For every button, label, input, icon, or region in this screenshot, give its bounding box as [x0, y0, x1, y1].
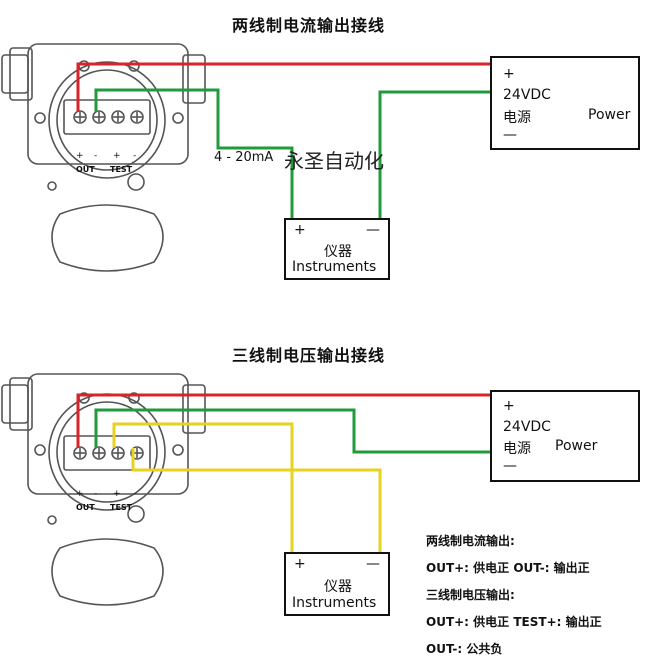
note-line: OUT-: 公共负 — [426, 642, 503, 656]
instrument-minus: — — [366, 222, 380, 238]
power-name: 电源 — [503, 110, 531, 126]
terminal-out-label: OUT — [76, 165, 95, 174]
instrument-label: Instruments — [292, 595, 377, 611]
terminal-minus-2: - — [133, 151, 136, 161]
terminal-plus-2: + — [113, 151, 121, 161]
instrument-plus: + — [294, 556, 306, 572]
instrument-name: 仪器 — [324, 579, 352, 595]
terminal-out-label: OUT — [76, 503, 95, 512]
terminal-plus-2: + — [113, 489, 121, 499]
diagram1-title: 两线制电流输出接线 — [232, 16, 386, 35]
note-line: OUT+: 供电正 TEST+: 输出正 — [426, 615, 602, 629]
note-line: 两线制电流输出: — [426, 534, 515, 548]
diagram2-title: 三线制电压输出接线 — [232, 346, 386, 365]
yellow-wire-2a — [112, 422, 294, 553]
power-voltage: 24VDC — [503, 419, 551, 435]
instrument-plus: + — [294, 222, 306, 238]
power-voltage: 24VDC — [503, 87, 551, 103]
note-line: 三线制电压输出: — [426, 588, 515, 602]
transmitter-1 — [1, 43, 206, 272]
instrument-minus: — — [366, 556, 380, 572]
terminal-plus-1: + — [76, 489, 84, 499]
transmitter-2 — [1, 373, 206, 606]
power-minus: — — [503, 127, 517, 143]
power-box-2 — [490, 390, 640, 482]
terminal-minus-1: - — [94, 489, 97, 499]
power-minus: — — [503, 458, 517, 474]
watermark-text: 永圣自动化 — [284, 149, 384, 173]
power-label: Power — [588, 107, 631, 123]
wiring-notes: 两线制电流输出: OUT+: 供电正 OUT-: 输出正 三线制电压输出: OU… — [426, 528, 646, 663]
instrument-label: Instruments — [292, 259, 377, 275]
terminal-plus-1: + — [76, 151, 84, 161]
green-wire-1b — [378, 90, 490, 220]
power-plus: + — [503, 398, 515, 414]
instrument-name: 仪器 — [324, 244, 352, 260]
terminal-test-label: TEST — [110, 503, 133, 512]
power-plus: + — [503, 66, 515, 82]
signal-label: 4 - 20mA — [214, 150, 274, 165]
power-label: Power — [555, 438, 598, 454]
terminal-test-label: TEST — [110, 165, 133, 174]
power-name: 电源 — [503, 441, 531, 457]
terminal-minus-2: - — [133, 489, 136, 499]
instrument-box-1 — [284, 218, 390, 280]
note-line: OUT+: 供电正 OUT-: 输出正 — [426, 561, 590, 575]
yellow-wire-2b — [131, 448, 382, 553]
terminal-minus-1: - — [94, 151, 97, 161]
red-wire-2 — [76, 393, 490, 448]
red-wire-1 — [76, 62, 490, 112]
green-wire-1a — [94, 88, 294, 220]
green-wire-2 — [94, 408, 490, 454]
instrument-box-2 — [284, 552, 390, 616]
power-box-1 — [490, 56, 640, 150]
